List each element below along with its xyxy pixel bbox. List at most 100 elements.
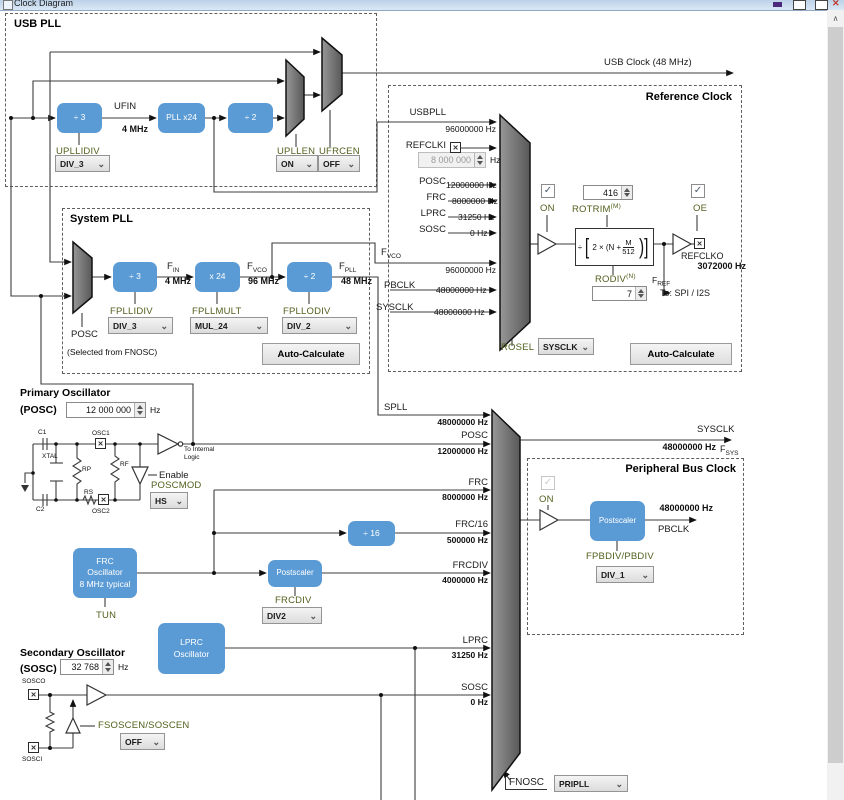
restore-button[interactable] xyxy=(793,0,806,10)
primary-osc-subtitle: (POSC) xyxy=(20,404,57,416)
reference-clock-section xyxy=(388,85,742,372)
window-titlebar: Clock Diagram ✕ xyxy=(0,0,844,11)
to-internal-logic-label-1: To Internal xyxy=(184,446,215,453)
spinner-arrows-icon[interactable] xyxy=(621,186,632,199)
vertical-scrollbar[interactable]: ∧ xyxy=(827,10,844,800)
posc-freq-spinner[interactable]: 12 000 000 xyxy=(66,402,146,418)
ref-pbclk-label: PBCLK xyxy=(384,280,416,291)
oe-checkbox[interactable]: ✓ xyxy=(691,184,705,198)
xtal-label: XTAL xyxy=(42,453,58,460)
refclki-freq-spinner[interactable]: 8 000 000 xyxy=(418,152,486,168)
usb-pll-title: USB PLL xyxy=(14,18,62,30)
sosc-freq-spinner[interactable]: 32 768 xyxy=(60,659,114,675)
rs-label: RS xyxy=(84,489,94,496)
enable-label: Enable xyxy=(159,470,189,481)
minimize-button[interactable] xyxy=(773,2,782,7)
sosc-enable-gate xyxy=(65,716,81,734)
frcdiv-label: FRCDIV xyxy=(275,595,312,606)
rosel-label: ROSEL xyxy=(501,342,535,353)
pbc-on-checkbox[interactable]: ✓ xyxy=(541,476,555,490)
mux-sosc-label: SOSC xyxy=(461,682,488,693)
fpbdiv-dropdown[interactable]: DIV_1 ⌄ xyxy=(596,566,654,583)
refclko-buffer xyxy=(672,232,693,256)
fsoscen-value: OFF xyxy=(125,736,142,747)
spinner-arrows-icon[interactable] xyxy=(134,403,145,417)
spll-fvco-freq: 96 MHz xyxy=(248,276,280,286)
mux-lprc-freq: 31250 Hz xyxy=(451,650,488,660)
spinner-arrows-icon[interactable] xyxy=(474,153,485,167)
pbclk-buffer xyxy=(539,508,560,532)
rodiv-spinner[interactable]: 7 xyxy=(592,286,647,301)
sysclk-out-label: SYSCLK xyxy=(697,424,735,435)
rotrim-spinner[interactable]: 416 xyxy=(583,185,633,200)
sosci-label: SOSCI xyxy=(22,756,43,763)
sosco-pin-icon: ✕ xyxy=(28,689,39,700)
maximize-button[interactable] xyxy=(815,0,828,10)
primary-osc-title: Primary Oscillator xyxy=(20,387,111,399)
fpllidiv-dropdown[interactable]: DIV_3 ⌄ xyxy=(108,317,173,334)
close-icon[interactable]: ✕ xyxy=(832,0,840,8)
fpllidiv-value: DIV_3 xyxy=(113,320,137,331)
fpllmult-dropdown[interactable]: MUL_24 ⌄ xyxy=(190,317,268,334)
fsoscen-dropdown[interactable]: OFF ⌄ xyxy=(120,733,165,750)
mux-spll-label: SPLL xyxy=(384,402,408,413)
fnosc-value: PRIPLL xyxy=(559,778,590,789)
scrollbar-thumb[interactable] xyxy=(828,27,843,763)
mux-frc16-label: FRC/16 xyxy=(455,519,488,530)
poscmod-enable-gate xyxy=(131,466,149,486)
ref-sosc-freq: 0 Hz xyxy=(470,228,488,238)
fsoscen-label: FSOSCEN/SOSCEN xyxy=(98,720,190,731)
usb-pll-odiv-box: ÷ 2 xyxy=(228,103,273,133)
system-pll-section xyxy=(62,208,370,374)
fpllodiv-label: FPLLODIV xyxy=(283,306,331,317)
scroll-up-icon[interactable]: ∧ xyxy=(832,13,839,23)
mux-frcdiv-label: FRCDIV xyxy=(452,560,488,571)
spll-auto-calculate-button[interactable]: Auto-Calculate xyxy=(262,343,360,365)
ref-pbclk-freq: 48000000 Hz xyxy=(436,285,487,295)
poscmod-dropdown[interactable]: HS ⌄ xyxy=(150,492,188,509)
ref-fvco-label: FVCO xyxy=(381,247,401,260)
rosel-dropdown[interactable]: SYSCLK ⌄ xyxy=(538,338,594,355)
ref-sysclk-freq: 48000000 Hz xyxy=(434,307,485,317)
fpllodiv-value: DIV_2 xyxy=(287,320,311,331)
usb-pll-div-box: ÷ 3 xyxy=(57,103,102,133)
poscmod-value: HS xyxy=(155,495,167,506)
window-icon xyxy=(3,0,13,10)
ref-lprc-label: LPRC xyxy=(420,208,446,219)
spinner-arrows-icon[interactable] xyxy=(102,660,113,674)
fpllodiv-dropdown[interactable]: DIV_2 ⌄ xyxy=(282,317,357,334)
fpllmult-value: MUL_24 xyxy=(195,320,228,331)
upllidiv-dropdown[interactable]: DIV_3 ⌄ xyxy=(55,155,110,172)
mux-spll-freq: 48000000 Hz xyxy=(437,417,488,427)
upllen-dropdown[interactable]: ON ⌄ xyxy=(276,155,318,172)
selected-from-fnosc-note: (Selected from FNOSC) xyxy=(67,347,158,357)
chevron-down-icon: ⌄ xyxy=(344,320,352,331)
chevron-down-icon: ⌄ xyxy=(347,158,355,169)
reference-clock-mux xyxy=(499,113,531,352)
chevron-down-icon: ⌄ xyxy=(97,158,105,169)
to-internal-logic-label-2: Logic xyxy=(184,454,200,461)
ref-on-checkbox[interactable]: ✓ xyxy=(541,184,555,198)
system-pll-mux xyxy=(72,240,93,315)
upllen-value: ON xyxy=(281,158,294,169)
fpllidiv-label: FPLLIDIV xyxy=(110,306,153,317)
sysclk-out-freq: 48000000 Hz xyxy=(662,442,716,452)
chevron-down-icon: ⌄ xyxy=(581,341,589,352)
fpbdiv-value: DIV_1 xyxy=(601,569,625,580)
frcdiv-postscaler-box: Postscaler xyxy=(268,560,322,587)
mux-shapes xyxy=(72,36,531,793)
ufrcen-value: OFF xyxy=(323,158,340,169)
refclki-freq-value: 8 000 000 xyxy=(430,155,471,165)
fnosc-mux xyxy=(491,408,521,793)
frcdiv-dropdown[interactable]: DIV2 ⌄ xyxy=(262,607,322,624)
spinner-arrows-icon[interactable] xyxy=(635,287,646,300)
ref-auto-calculate-button[interactable]: Auto-Calculate xyxy=(630,343,732,365)
fnosc-dropdown[interactable]: PRIPLL ⌄ xyxy=(554,775,628,792)
sosc-freq-value: 32 768 xyxy=(71,662,99,672)
c1-label: C1 xyxy=(38,429,47,436)
fpll-freq: 48 MHz xyxy=(341,276,373,286)
ufrcen-dropdown[interactable]: OFF ⌄ xyxy=(318,155,360,172)
fsys-label: FSYS xyxy=(720,444,739,457)
